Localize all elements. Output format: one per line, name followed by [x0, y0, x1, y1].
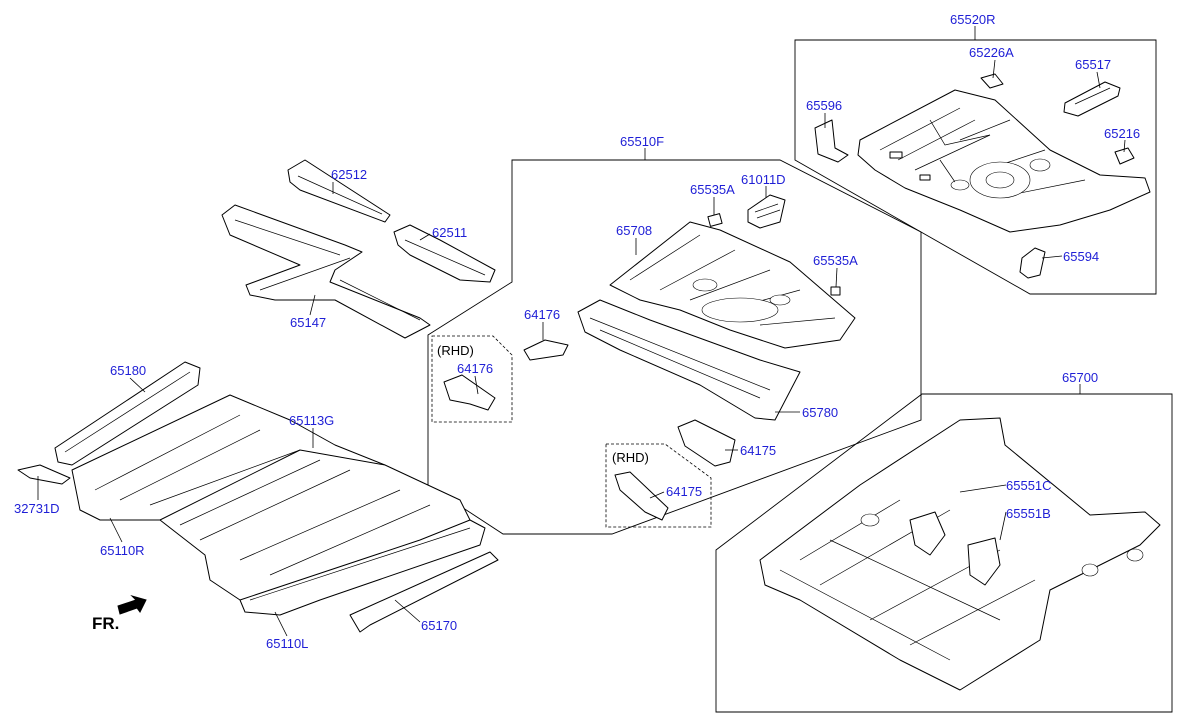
part-65596: [814, 119, 849, 163]
note-rhd-64175: (RHD): [612, 450, 649, 465]
center-floor-group: [443, 194, 856, 521]
frame-65510F: [427, 159, 922, 535]
label-62512: 62512: [331, 167, 367, 182]
label-65780: 65780: [802, 405, 838, 420]
part-62511: [393, 224, 496, 283]
label-65517: 65517: [1075, 57, 1111, 72]
part-65110L: [239, 519, 486, 616]
label-64176-rhd: 64176: [457, 361, 493, 376]
part-64176: [523, 339, 569, 361]
part-65551B: [967, 537, 1001, 586]
label-32731D: 32731D: [14, 501, 60, 516]
part-32731D: [17, 464, 71, 485]
assembly-frames: [427, 39, 1173, 713]
label-65110L: 65110L: [266, 636, 308, 651]
label-64175-rhd: 64175: [666, 484, 702, 499]
part-labels: 65520R 65226A 65517 65596 65216 65594 65…: [14, 12, 1140, 651]
rear-floor-group: [814, 73, 1151, 279]
part-65216: [1114, 147, 1135, 165]
label-65700: 65700: [1062, 370, 1098, 385]
label-65113G: 65113G: [289, 413, 334, 428]
part-65170: [349, 551, 499, 633]
rhd-box-64175: [605, 443, 712, 528]
label-62511: 62511: [432, 225, 467, 240]
label-65551C: 65551C: [1006, 478, 1052, 493]
label-65170: 65170: [421, 618, 457, 633]
subframe-group: [759, 417, 1161, 691]
leader-lines: [37, 26, 1126, 637]
rhd-box-64176: [431, 335, 513, 423]
label-65535A-right: 65535A: [813, 253, 858, 268]
label-65110R: 65110R: [100, 543, 145, 558]
frame-65700: [715, 393, 1173, 713]
part-64176-rhd: [443, 374, 496, 411]
part-64175-rhd: [614, 471, 669, 521]
label-61011D: 61011D: [741, 172, 786, 187]
frame-65520R: [794, 39, 1157, 295]
part-65700-frame: [759, 417, 1161, 691]
part-65147: [221, 204, 431, 339]
label-65226A: 65226A: [969, 45, 1014, 60]
label-65510F: 65510F: [620, 134, 664, 149]
label-65535A-top: 65535A: [690, 182, 735, 197]
note-rhd-64176: (RHD): [437, 343, 474, 358]
rear-floor-panel: [857, 89, 1151, 233]
part-65226A: [980, 73, 1004, 89]
label-65596: 65596: [806, 98, 842, 113]
part-65780: [577, 299, 801, 421]
label-65180: 65180: [110, 363, 146, 378]
label-65520R: 65520R: [950, 12, 996, 27]
label-65147: 65147: [290, 315, 326, 330]
label-64176: 64176: [524, 307, 560, 322]
label-65594: 65594: [1063, 249, 1099, 264]
part-65594: [1019, 247, 1046, 279]
label-65708: 65708: [616, 223, 652, 238]
label-65551B: 65551B: [1006, 506, 1051, 521]
label-64175: 64175: [740, 443, 776, 458]
part-65551C: [909, 511, 946, 556]
part-65180: [54, 361, 201, 466]
part-65535A-top: [707, 213, 723, 227]
part-64175: [677, 419, 736, 467]
part-61011D: [747, 194, 786, 229]
fr-arrow-icon: [117, 594, 147, 615]
part-65517: [1063, 81, 1121, 117]
crossmember-group: [221, 159, 496, 339]
part-62512: [287, 159, 391, 223]
front-direction-label: FR.: [92, 614, 119, 633]
part-65535A-right: [830, 286, 841, 296]
label-65216: 65216: [1104, 126, 1140, 141]
front-floor-group: [17, 361, 499, 633]
